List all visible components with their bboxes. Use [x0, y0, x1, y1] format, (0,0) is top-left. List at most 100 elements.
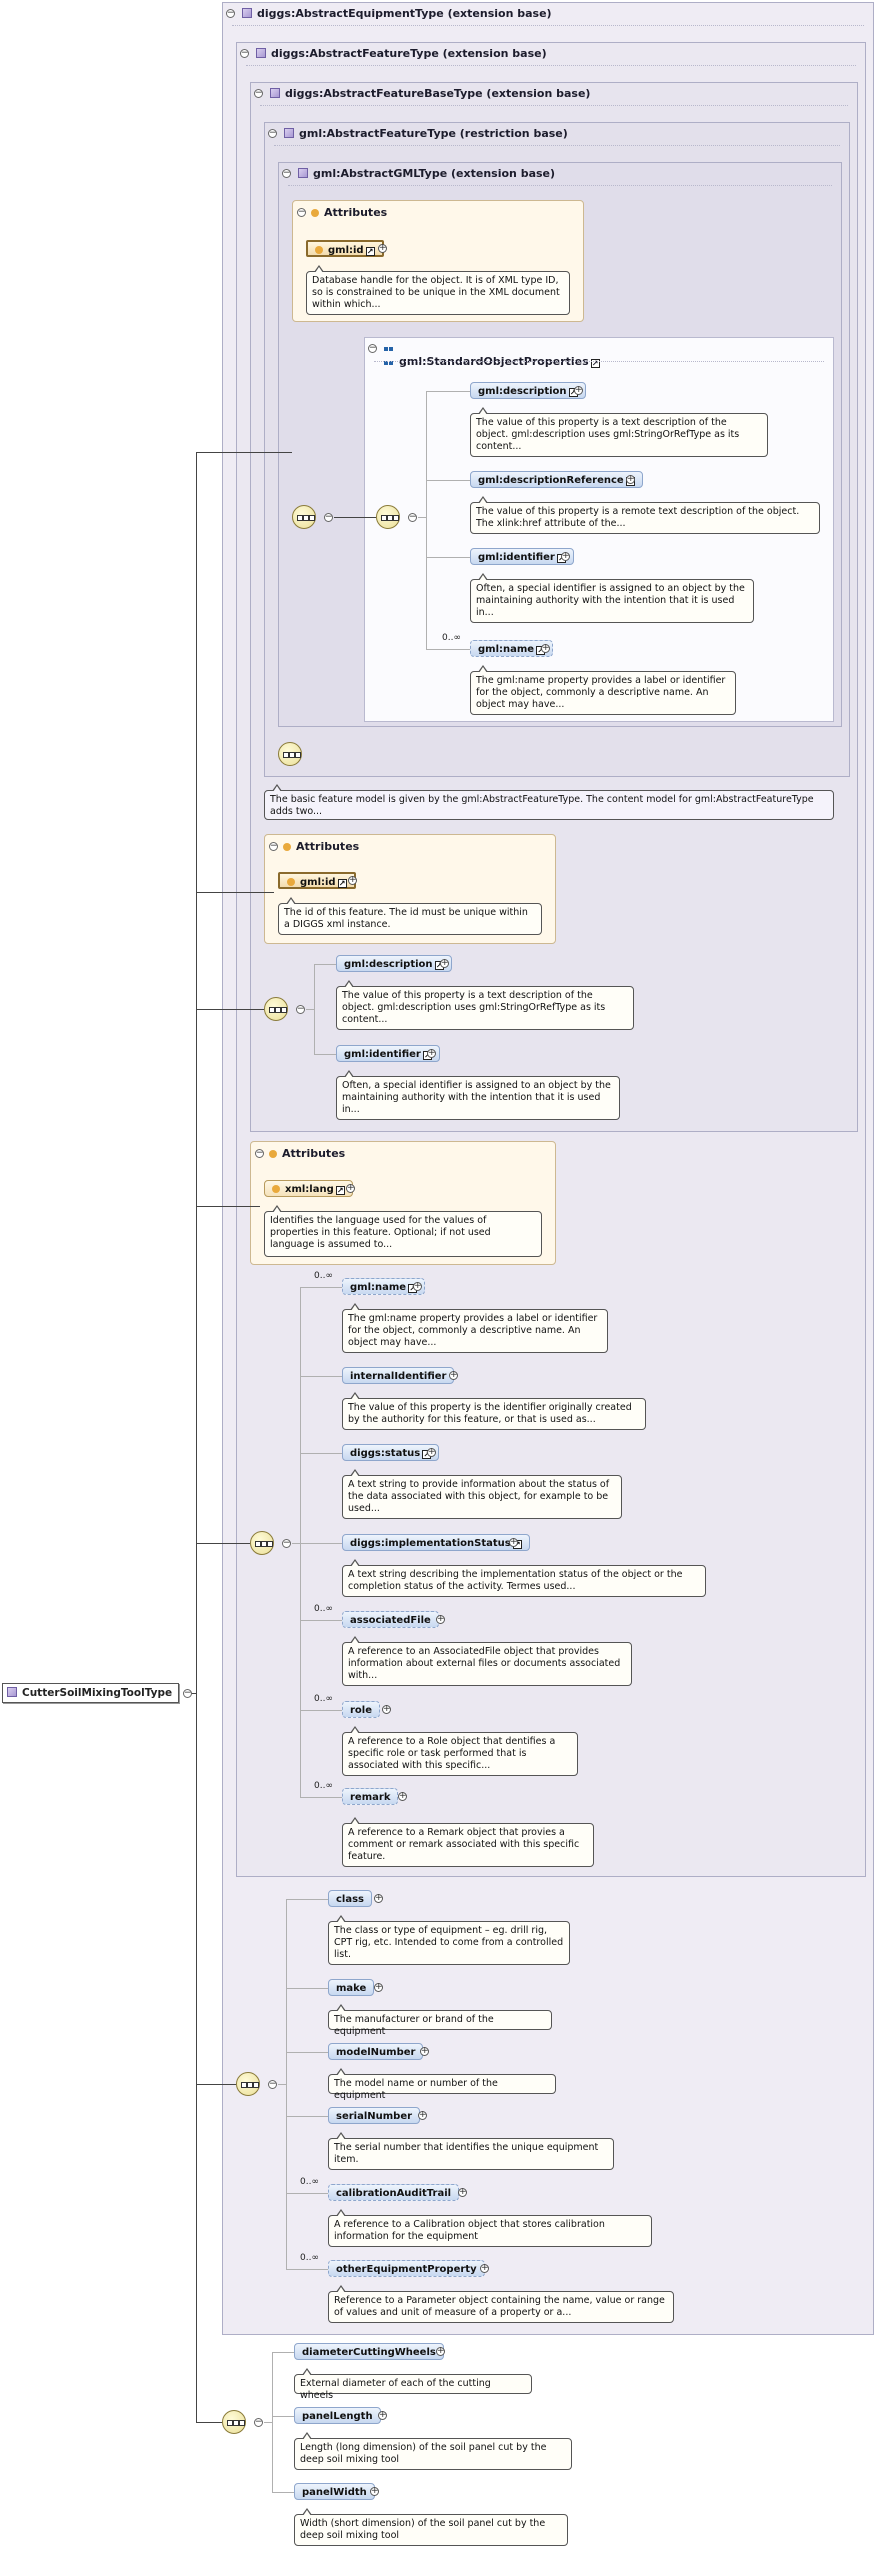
collapse-toggle[interactable]: − [240, 48, 249, 58]
heading-text: Attributes [324, 206, 388, 219]
attr-xml-lang[interactable]: xml:lang↗ [264, 1180, 353, 1197]
collapse-toggle[interactable]: − [268, 2079, 277, 2089]
expand-icon[interactable]: + [449, 1370, 458, 1380]
element-gml-identifier[interactable]: gml:identifier↗ [336, 1045, 440, 1062]
element-label: role [350, 1705, 373, 1716]
collapse-toggle[interactable]: − [268, 128, 277, 138]
group-title: gml:StandardObjectProperties↗ [384, 342, 600, 368]
expand-icon[interactable]: + [480, 2263, 489, 2273]
expand-icon[interactable]: + [374, 1982, 383, 1992]
element-calibration-audit-trail[interactable]: calibrationAuditTrail [328, 2184, 460, 2201]
expand-icon[interactable]: + [420, 2046, 429, 2056]
collapse-toggle[interactable]: − [297, 207, 306, 217]
element-role[interactable]: role [342, 1701, 381, 1718]
expand-icon[interactable]: + [427, 1447, 436, 1457]
attr-gml-id[interactable]: gml:id↗ [306, 240, 384, 257]
attr-label: gml:id [328, 245, 364, 256]
element-associated-file[interactable]: associatedFile [342, 1611, 439, 1628]
attributes-heading: Attributes [283, 840, 359, 854]
complex-type-icon [242, 8, 252, 18]
expand-icon[interactable]: + [374, 1893, 383, 1903]
expand-icon[interactable]: + [378, 243, 387, 253]
tree-connector [286, 2116, 328, 2117]
element-label: remark [350, 1792, 391, 1803]
element-gml-description[interactable]: gml:description↗ [336, 955, 452, 972]
attr-label: xml:lang [285, 1184, 334, 1195]
expand-icon[interactable]: + [427, 1048, 436, 1058]
tree-connector [300, 1453, 342, 1454]
collapse-toggle[interactable]: − [255, 1148, 264, 1158]
element-diggs-implementation-status[interactable]: diggs:implementationStatus↗ [342, 1534, 530, 1551]
attr-doc: The id of this feature. The id must be u… [278, 897, 542, 935]
expand-icon[interactable]: + [418, 2110, 427, 2120]
expand-icon[interactable]: + [541, 643, 550, 653]
element-gml-name[interactable]: gml:name↗ [470, 640, 554, 657]
element-internal-identifier[interactable]: internalIdentifier [342, 1367, 455, 1384]
collapse-toggle[interactable]: − [324, 512, 333, 522]
element-gml-identifier[interactable]: gml:identifier↗ [470, 548, 574, 565]
tree-connector [272, 2492, 294, 2493]
element-gml-description-reference[interactable]: gml:descriptionReference↗ [470, 471, 643, 488]
element-other-equipment-property[interactable]: otherEquipmentProperty [328, 2260, 485, 2277]
expand-icon[interactable]: + [413, 1281, 422, 1291]
expand-icon[interactable]: + [509, 1537, 518, 1547]
collapse-toggle[interactable]: − [368, 343, 377, 353]
element-doc: The class or type of equipment – eg. dri… [328, 1915, 570, 1965]
element-panel-width[interactable]: panelWidth [294, 2483, 375, 2500]
collapse-toggle[interactable]: − [408, 512, 417, 522]
collapse-toggle[interactable]: − [254, 2417, 263, 2427]
collapse-toggle[interactable]: − [282, 168, 291, 178]
tree-connector [314, 964, 315, 1054]
expand-icon[interactable]: + [382, 1704, 391, 1714]
expand-icon[interactable]: + [458, 2187, 467, 2197]
element-class[interactable]: class [328, 1890, 373, 1907]
expand-icon[interactable]: + [436, 1614, 445, 1624]
collapse-toggle[interactable]: − [282, 1538, 291, 1548]
link-icon[interactable]: ↗ [590, 359, 600, 368]
expand-icon[interactable]: + [440, 958, 449, 968]
link-icon[interactable]: ↗ [365, 247, 375, 256]
element-make[interactable]: make [328, 1979, 375, 1996]
element-remark[interactable]: remark [342, 1788, 399, 1805]
collapse-toggle[interactable]: − [183, 1688, 192, 1698]
expand-icon[interactable]: + [378, 2410, 387, 2420]
attribute-icon [272, 1185, 280, 1193]
attribute-icon [287, 878, 295, 886]
expand-icon[interactable]: + [346, 1183, 355, 1193]
tree-connector [292, 1543, 300, 1544]
title-text: diggs:AbstractEquipmentType (extension b… [257, 7, 552, 20]
root-type-box[interactable]: CutterSoilMixingToolType [2, 1683, 180, 1703]
element-doc: The gml:name property provides a label o… [470, 665, 736, 715]
collapse-toggle[interactable]: − [254, 88, 263, 98]
collapse-toggle[interactable]: − [296, 1004, 305, 1014]
sequence-icon [278, 742, 302, 766]
expand-icon[interactable]: + [348, 875, 357, 885]
gml-feature-title: gml:AbstractFeatureType (restriction bas… [284, 127, 568, 141]
collapse-toggle[interactable]: − [269, 841, 278, 851]
element-panel-length[interactable]: panelLength [294, 2407, 381, 2424]
expand-icon[interactable]: + [574, 385, 583, 395]
element-gml-description[interactable]: gml:description↗ [470, 382, 586, 399]
heading-text: Attributes [282, 1147, 346, 1160]
element-label: gml:descriptionReference [478, 475, 624, 486]
expand-icon[interactable]: + [626, 474, 635, 484]
expand-icon[interactable]: + [436, 2346, 445, 2356]
element-label: gml:name [350, 1282, 407, 1293]
link-icon[interactable]: ↗ [335, 1186, 345, 1195]
feature-basetype-title: diggs:AbstractFeatureBaseType (extension… [270, 87, 590, 101]
tree-connector [286, 1988, 328, 1989]
attr-gml-id[interactable]: gml:id↗ [278, 872, 356, 889]
element-serial-number[interactable]: serialNumber [328, 2107, 421, 2124]
element-diameter-cutting-wheels[interactable]: diameterCuttingWheels [294, 2343, 444, 2360]
element-gml-name[interactable]: gml:name↗ [342, 1278, 426, 1295]
expand-icon[interactable]: + [370, 2486, 379, 2496]
element-diggs-status[interactable]: diggs:status↗ [342, 1444, 440, 1461]
element-doc: Often, a special identifier is assigned … [336, 1070, 620, 1120]
link-icon[interactable]: ↗ [337, 879, 347, 888]
expand-icon[interactable]: + [561, 551, 570, 561]
tree-connector [300, 1543, 342, 1544]
separator [288, 185, 832, 186]
collapse-toggle[interactable]: − [226, 8, 235, 18]
element-model-number[interactable]: modelNumber [328, 2043, 424, 2060]
expand-icon[interactable]: + [398, 1791, 407, 1801]
